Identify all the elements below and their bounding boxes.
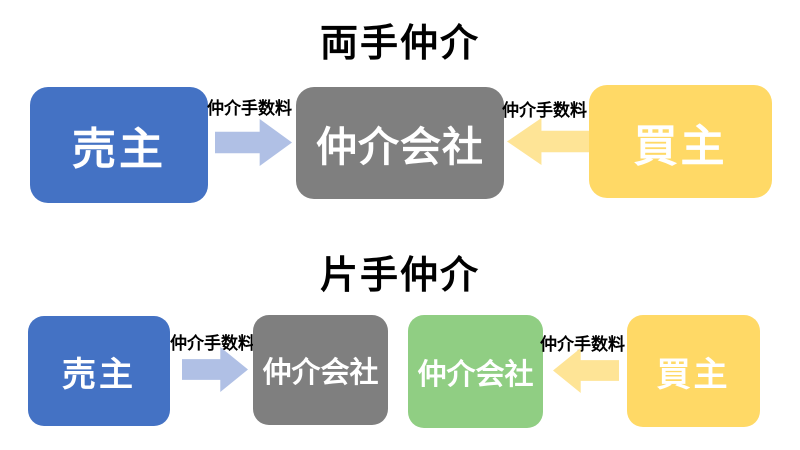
- node-seller-bottom: 売主: [28, 316, 170, 426]
- node-buyer-bottom-label: 買主: [656, 355, 731, 394]
- arrow-right-icon: [215, 119, 292, 166]
- fee-label-bottom-seller-side: 仲介手数料: [170, 334, 255, 353]
- node-broker-buyer-side: 仲介会社: [408, 315, 543, 428]
- node-buyer-top-label: 買主: [633, 121, 728, 171]
- section-title-single-agency: 片手仲介: [319, 255, 480, 297]
- fee-label-bottom-buyer-side: 仲介手数料: [540, 335, 625, 354]
- node-broker-seller-side-label: 仲介会社: [262, 357, 379, 389]
- node-broker-top-label: 仲介会社: [316, 124, 484, 170]
- node-buyer-top: 買主: [589, 85, 772, 198]
- arrow-left-icon: [507, 118, 589, 165]
- fee-label-top-buyer-side: 仲介手数料: [502, 101, 587, 120]
- node-broker-buyer-side-label: 仲介会社: [417, 358, 534, 391]
- fee-label-top-seller-side: 仲介手数料: [207, 99, 292, 118]
- node-broker-top: 仲介会社: [296, 87, 504, 199]
- section-title-dual-agency: 両手仲介: [319, 23, 480, 65]
- node-seller-top: 売主: [30, 87, 208, 203]
- node-seller-top-label: 売主: [72, 125, 166, 174]
- node-broker-seller-side: 仲介会社: [253, 315, 388, 425]
- node-buyer-bottom: 買主: [627, 315, 760, 427]
- node-seller-bottom-label: 売主: [62, 355, 136, 394]
